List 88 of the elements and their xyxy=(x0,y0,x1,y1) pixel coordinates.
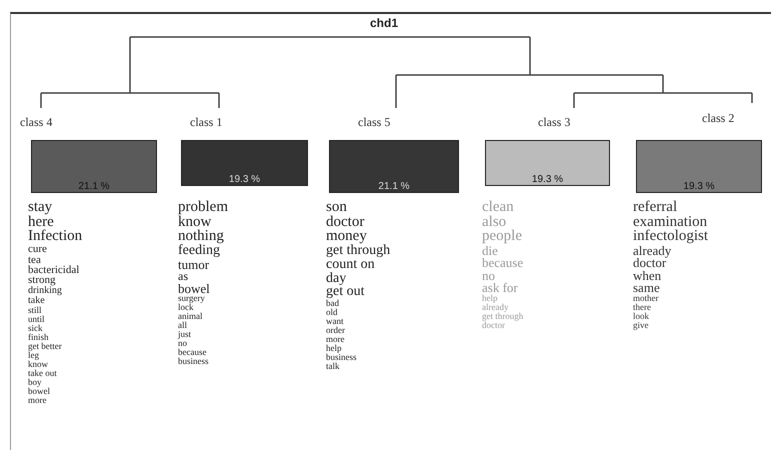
word-label: get better xyxy=(28,342,62,351)
word-label: same xyxy=(633,281,660,294)
class-bar xyxy=(485,140,610,186)
percentage-label: 19.3 % xyxy=(682,181,716,192)
word-label: Infection xyxy=(28,229,82,244)
percentage-label: 21.1 % xyxy=(77,181,111,192)
class-bar xyxy=(31,140,157,193)
word-label: because xyxy=(178,348,206,357)
word-label: business xyxy=(326,352,357,362)
word-label: die xyxy=(482,244,498,258)
word-label: also xyxy=(482,214,506,230)
word-label: just xyxy=(178,330,192,339)
word-label: leg xyxy=(28,350,39,360)
word-label: clean xyxy=(482,200,514,215)
word-label: talk xyxy=(326,362,340,371)
class-bar xyxy=(329,140,459,193)
chart-title: chd1 xyxy=(370,16,398,30)
word-label: get through xyxy=(482,312,524,320)
word-label: all xyxy=(178,320,187,330)
word-label: know xyxy=(178,214,212,230)
percentage-label: 19.3 % xyxy=(228,174,262,185)
word-label: referral xyxy=(633,200,678,215)
word-label: son xyxy=(326,200,347,215)
word-label: as xyxy=(178,270,188,282)
word-label: business xyxy=(178,356,209,366)
word-label: sick xyxy=(28,324,42,333)
word-label: nothing xyxy=(178,229,224,244)
word-label: bowel xyxy=(178,282,210,295)
word-label: tea xyxy=(28,254,41,266)
word-label: no xyxy=(482,268,495,282)
word-label: help xyxy=(326,344,342,353)
word-label: surgery xyxy=(178,294,205,303)
word-label: cure xyxy=(28,244,47,256)
percentage-label: 19.3 % xyxy=(530,174,564,185)
word-label: old xyxy=(326,308,338,317)
word-label: order xyxy=(326,326,345,335)
word-label: doctor xyxy=(482,320,505,330)
class-bar xyxy=(181,140,308,186)
class-label: class 3 xyxy=(538,115,570,130)
word-label: ask for xyxy=(482,281,518,294)
word-label: until xyxy=(28,314,45,324)
word-label: day xyxy=(326,272,346,286)
word-label: already xyxy=(482,302,508,312)
word-label: because xyxy=(482,256,524,270)
word-label: still xyxy=(28,306,42,315)
word-label: when xyxy=(633,268,662,282)
word-label: strong xyxy=(28,275,56,286)
word-label: drinking xyxy=(28,286,62,296)
word-label: tumor xyxy=(178,258,210,271)
word-label: take out xyxy=(28,368,57,378)
word-label: stay xyxy=(28,200,52,215)
word-label: examination xyxy=(633,214,708,230)
word-label: more xyxy=(28,396,46,405)
word-label: bad xyxy=(326,298,339,308)
word-label: there xyxy=(633,302,651,312)
word-label: money xyxy=(326,229,367,244)
word-label: finish xyxy=(28,332,49,342)
word-label: here xyxy=(28,214,54,230)
class-bar xyxy=(636,140,762,193)
word-label: bowel xyxy=(28,386,50,396)
percentage-label: 21.1 % xyxy=(377,181,411,192)
word-label: people xyxy=(482,229,522,244)
word-label: get through xyxy=(326,244,390,258)
class-label: class 4 xyxy=(20,115,52,130)
class-label: class 2 xyxy=(702,111,734,126)
word-label: mother xyxy=(633,294,658,302)
word-label: lock xyxy=(178,302,194,312)
word-label: bactericidal xyxy=(28,265,80,276)
word-label: help xyxy=(482,294,498,302)
class-label: class 5 xyxy=(358,115,390,130)
word-label: doctor xyxy=(633,256,666,270)
word-label: already xyxy=(633,244,672,258)
word-label: feeding xyxy=(178,244,220,258)
word-label: doctor xyxy=(326,214,364,230)
word-label: get out xyxy=(326,285,364,300)
word-label: give xyxy=(633,320,648,330)
word-label: look xyxy=(633,312,650,320)
word-label: know xyxy=(28,360,48,369)
word-label: problem xyxy=(178,200,228,215)
word-label: animal xyxy=(178,312,202,321)
word-label: count on xyxy=(326,258,375,272)
word-label: infectologist xyxy=(633,229,708,244)
word-label: boy xyxy=(28,378,42,387)
word-label: more xyxy=(326,334,344,344)
class-label: class 1 xyxy=(190,115,222,130)
word-label: no xyxy=(178,338,187,348)
word-label: take xyxy=(28,296,45,306)
word-label: want xyxy=(326,316,344,326)
